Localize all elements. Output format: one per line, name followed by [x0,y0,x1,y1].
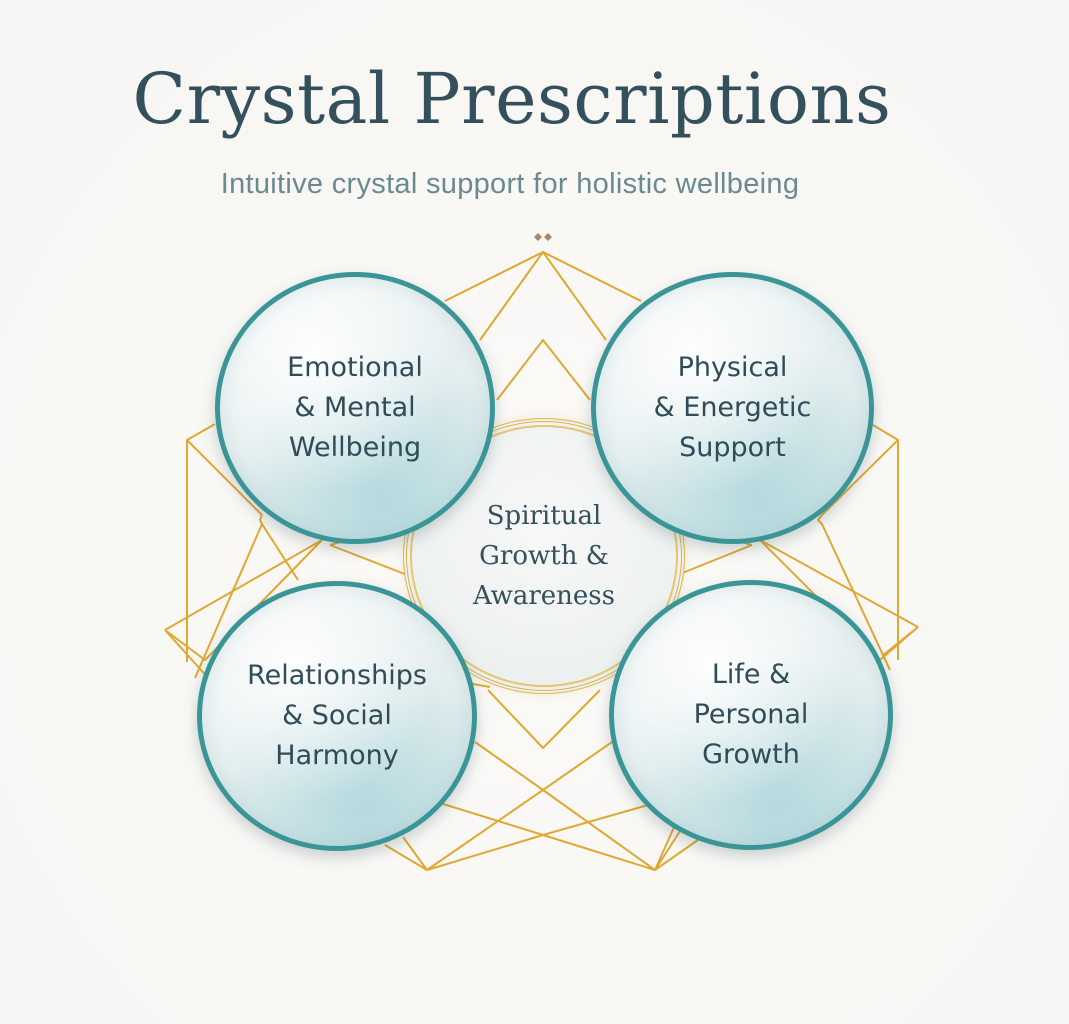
geo-line [194,523,263,679]
ornamental-divider [310,233,770,241]
geo-line [817,514,891,671]
page-subtitle: Intuitive crystal support for holistic w… [220,168,800,200]
diamond-icon [544,233,552,241]
geo-line [259,514,299,581]
geo-line [444,251,642,302]
category-relationships-social[interactable]: Relationships & Social Harmony [197,581,477,851]
geo-line [186,439,263,516]
category-physical-energetic[interactable]: Physical & Energetic Support [591,272,874,544]
geo-line [487,689,601,749]
category-life-personal-growth[interactable]: Life & Personal Growth [609,580,893,850]
geo-line [654,824,683,871]
diamond-icon [534,233,542,241]
geo-line [496,339,591,401]
category-label: Emotional & Mental Wellbeing [287,352,423,463]
category-label: Spiritual Growth & Awareness [473,501,615,611]
category-emotional-mental[interactable]: Emotional & Mental Wellbeing [215,272,495,544]
category-label: Relationships & Social Harmony [247,660,427,771]
geo-line [164,539,323,661]
geo-line [384,789,706,871]
geo-line [759,539,919,628]
page-title: Crystal Prescriptions [132,58,892,140]
geo-line [164,539,323,631]
geo-line [402,836,428,871]
geo-line [479,251,607,341]
category-label: Physical & Energetic Support [653,352,812,463]
geo-line [881,626,919,657]
geo-line [164,629,211,681]
geo-line [426,834,656,871]
geo-line [186,423,216,662]
category-label: Life & Personal Growth [693,659,809,770]
geo-line [474,741,613,791]
geo-line [439,802,656,836]
geo-line [821,439,899,516]
